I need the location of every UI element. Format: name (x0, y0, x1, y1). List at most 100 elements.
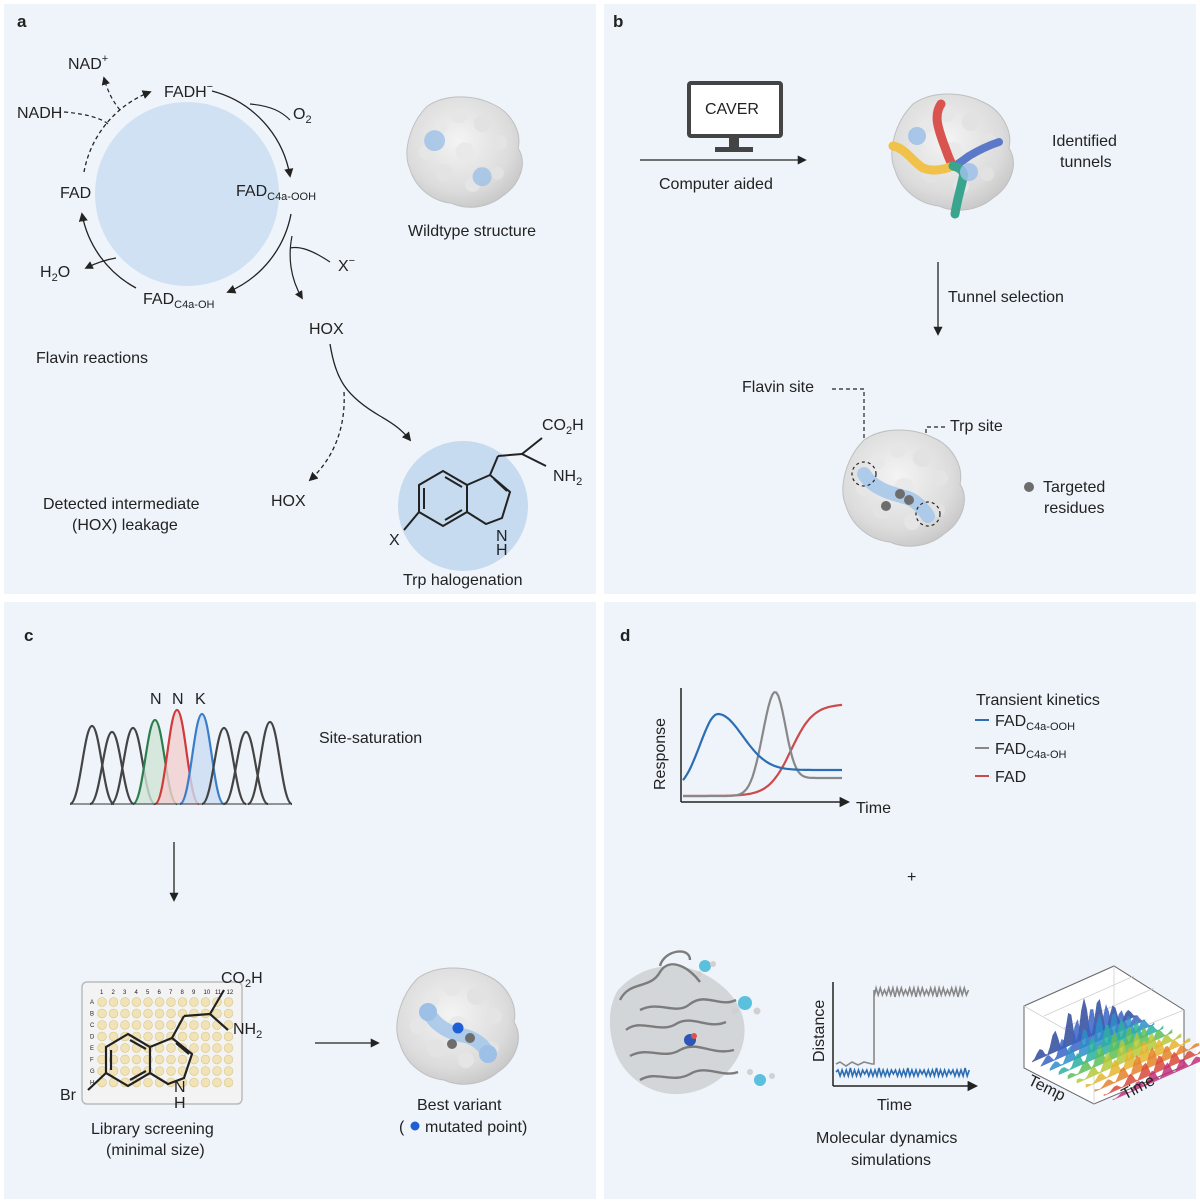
arrow-oh-to-fad (78, 212, 137, 289)
flavin-reactions-label: Flavin reactions (36, 350, 148, 367)
distance-axis-label: Distance (811, 1000, 828, 1062)
plate-well (177, 1054, 188, 1065)
hox-top-label: HOX (309, 321, 344, 338)
plate-well (200, 1020, 211, 1030)
plate-well (120, 997, 130, 1007)
flavin-cycle-circle (95, 102, 279, 286)
arrow-hox-leak (308, 391, 345, 482)
panel-d-letter: d (620, 626, 630, 645)
plate-well (166, 1008, 176, 1019)
fad-c4a-ooh-label: FADC4a-OOH (236, 183, 316, 203)
trp-halogenation-label: Trp halogenation (403, 572, 523, 589)
legend-title: Transient kinetics (976, 692, 1100, 709)
ribbon-strand (639, 998, 737, 1012)
best-variant-label-line2: mutated point) (425, 1119, 527, 1136)
surface-ridge (1049, 1012, 1155, 1071)
ribbon-strand (618, 963, 701, 1001)
identified-label-line2: tunnels (1060, 154, 1112, 171)
plate-well (154, 1020, 165, 1030)
codon-k: K (195, 691, 206, 708)
br-trp-n-label: N (174, 1079, 186, 1096)
chromatogram-peak (68, 724, 116, 806)
plate-well (154, 1066, 165, 1076)
trp-nh2-label: NH2 (553, 468, 582, 488)
flavin-site-label: Flavin site (742, 379, 814, 396)
water-molecules (696, 960, 775, 1086)
wildtype-protein-image (406, 96, 523, 208)
plate-well (154, 1054, 165, 1065)
ribbon-strand (639, 1069, 739, 1082)
plate-well (223, 1066, 234, 1076)
plate-well (189, 1043, 199, 1053)
response-axis-label: Response (652, 718, 669, 790)
nad-out-arrow (101, 76, 121, 111)
plate-well (108, 1020, 119, 1030)
plate-well (154, 1031, 165, 1042)
identified-label-line1: Identified (1052, 133, 1117, 150)
plate-col-label: 12 (227, 990, 234, 996)
wildtype-structure-label: Wildtype structure (408, 223, 536, 240)
plate-well (212, 1043, 222, 1053)
kinetics-time-label: Time (856, 800, 891, 817)
legend-item-3: FAD (975, 769, 1026, 786)
plate-well (223, 1054, 234, 1065)
md-label-line1: Molecular dynamics (816, 1130, 957, 1147)
plate-well (223, 1043, 234, 1053)
plate-row-label: F (90, 1058, 94, 1064)
arrow-hox-to-trp (329, 343, 412, 442)
fad-c4a-oh-label: FADC4a-OH (143, 291, 215, 311)
plate-well (120, 1008, 130, 1019)
hox-out-arrow (289, 235, 303, 300)
plate-well (131, 997, 142, 1007)
codon-n2: N (172, 691, 184, 708)
plate-well (120, 1066, 130, 1076)
distance-trace-gray (835, 984, 970, 1067)
br-label: Br (60, 1087, 77, 1104)
3d-surface-plot (1023, 965, 1200, 1105)
nadh-in-arrow (63, 111, 109, 125)
md-label-line2: simulations (851, 1152, 931, 1169)
x-in-arrow (289, 246, 331, 263)
plate-well (166, 1043, 176, 1053)
plate-well (143, 1020, 153, 1030)
plate-well (143, 1031, 153, 1042)
plate-well (200, 1066, 211, 1076)
plate-col-label: 2 (112, 990, 116, 996)
plate-well (200, 1077, 211, 1088)
plate-well (97, 1020, 107, 1030)
o2-in-arrow (249, 103, 291, 121)
plate-well (166, 1066, 176, 1076)
plate-row-label: A (90, 1000, 94, 1006)
site-saturation-label: Site-saturation (319, 730, 422, 747)
leakage-label-line2: (HOX) leakage (72, 517, 178, 534)
plate-row-label: D (90, 1035, 95, 1041)
plate-well (189, 1031, 199, 1042)
x-minus-label: X− (338, 255, 355, 275)
plate-well (212, 1008, 222, 1019)
plate-col-label: 10 (204, 990, 211, 996)
best-variant-label-line1: Best variant (417, 1097, 502, 1114)
chromatogram-peak (178, 712, 226, 806)
chromatogram-peak-fill (180, 714, 224, 804)
chromatogram-peak (89, 730, 135, 806)
plate-well (97, 1031, 107, 1042)
br-trp-co2h-label: CO2H (221, 970, 263, 990)
plate-well (108, 1008, 119, 1019)
plate-well (212, 1031, 222, 1042)
trp-h-label: H (496, 542, 508, 559)
plate-well (120, 1054, 130, 1065)
ribbon-strand (625, 1019, 727, 1031)
plate-col-label: 8 (181, 990, 185, 996)
sequencing-chromatogram (68, 708, 293, 806)
chromatogram-peak (201, 726, 247, 806)
panel-b-letter: b (613, 12, 623, 31)
plate-well (177, 997, 188, 1007)
tunnel-selection-label: Tunnel selection (948, 289, 1064, 306)
fad-label: FAD (60, 185, 91, 202)
mutated-point-dot (410, 1121, 420, 1131)
legend-item-1: FADC4a-OOH (975, 713, 1075, 733)
plate-well (189, 997, 199, 1007)
plate-well (189, 1008, 199, 1019)
distance-trace-blue (835, 1067, 971, 1079)
br-trp-nh2-label: NH2 (233, 1021, 262, 1041)
